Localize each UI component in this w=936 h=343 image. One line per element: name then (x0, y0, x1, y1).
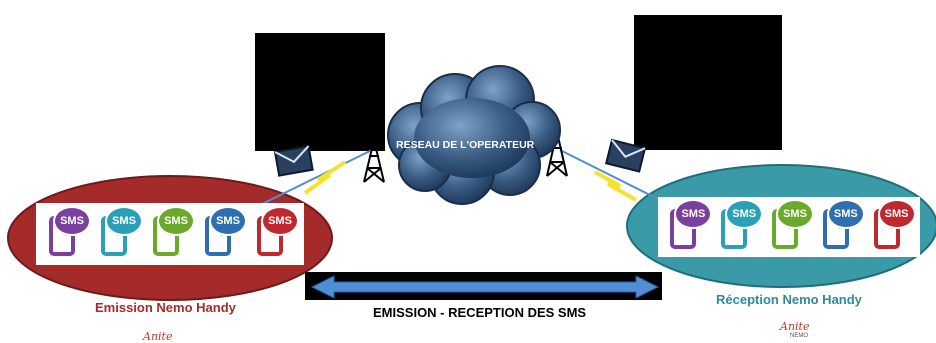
emission-anite-logo: Anite (143, 330, 173, 343)
reception-anite-logo: Anite (780, 320, 810, 333)
emission-reception-arrow (305, 272, 662, 300)
sms-badge: SMS (55, 208, 89, 234)
reception-anite-sub: NEMO (790, 333, 808, 339)
lightning-left-icon (303, 160, 347, 195)
sms-phone-icon: SMS (43, 208, 89, 260)
sms-phone-icon: SMS (251, 208, 297, 260)
sms-badge: SMS (263, 208, 297, 234)
sms-phone-icon: SMS (95, 208, 141, 260)
sms-phone-icon: SMS (199, 208, 245, 260)
envelope-left-icon (273, 144, 314, 177)
sms-badge: SMS (879, 201, 914, 227)
sms-badge: SMS (828, 201, 863, 227)
sms-phone-icon: SMS (715, 201, 762, 253)
operator-network-cloud-icon (387, 65, 561, 205)
sms-phone-icon: SMS (868, 201, 914, 253)
sms-phone-icon: SMS (147, 208, 193, 260)
black-box-right (634, 15, 782, 150)
reception-title: Réception Nemo Handy (716, 292, 862, 307)
sms-badge: SMS (107, 208, 141, 234)
envelope-right-icon (604, 138, 647, 173)
signal-line-left (249, 149, 373, 211)
sms-badge: SMS (159, 208, 193, 234)
arrow-label: EMISSION - RECEPTION DES SMS (373, 305, 587, 320)
lightning-right-icon (594, 170, 637, 202)
sms-badge: SMS (777, 201, 812, 227)
reception-sms-strip: SMS SMS SMS SMS SMS (658, 197, 920, 257)
black-box-left (255, 33, 385, 151)
sms-badge: SMS (211, 208, 245, 234)
sms-phone-icon: SMS (766, 201, 812, 253)
antenna-tower-left-icon (363, 139, 385, 183)
signal-line-right (559, 149, 671, 206)
emission-title: Emission Nemo Handy (95, 300, 236, 315)
cloud-label: RESEAU DE L'OPERATEUR (396, 139, 535, 151)
sms-phone-icon: SMS (664, 201, 711, 253)
sms-badge: SMS (676, 201, 711, 227)
emission-sms-strip: SMS SMS SMS SMS SMS (36, 203, 304, 265)
sms-phone-icon: SMS (817, 201, 863, 253)
sms-badge: SMS (727, 201, 762, 227)
